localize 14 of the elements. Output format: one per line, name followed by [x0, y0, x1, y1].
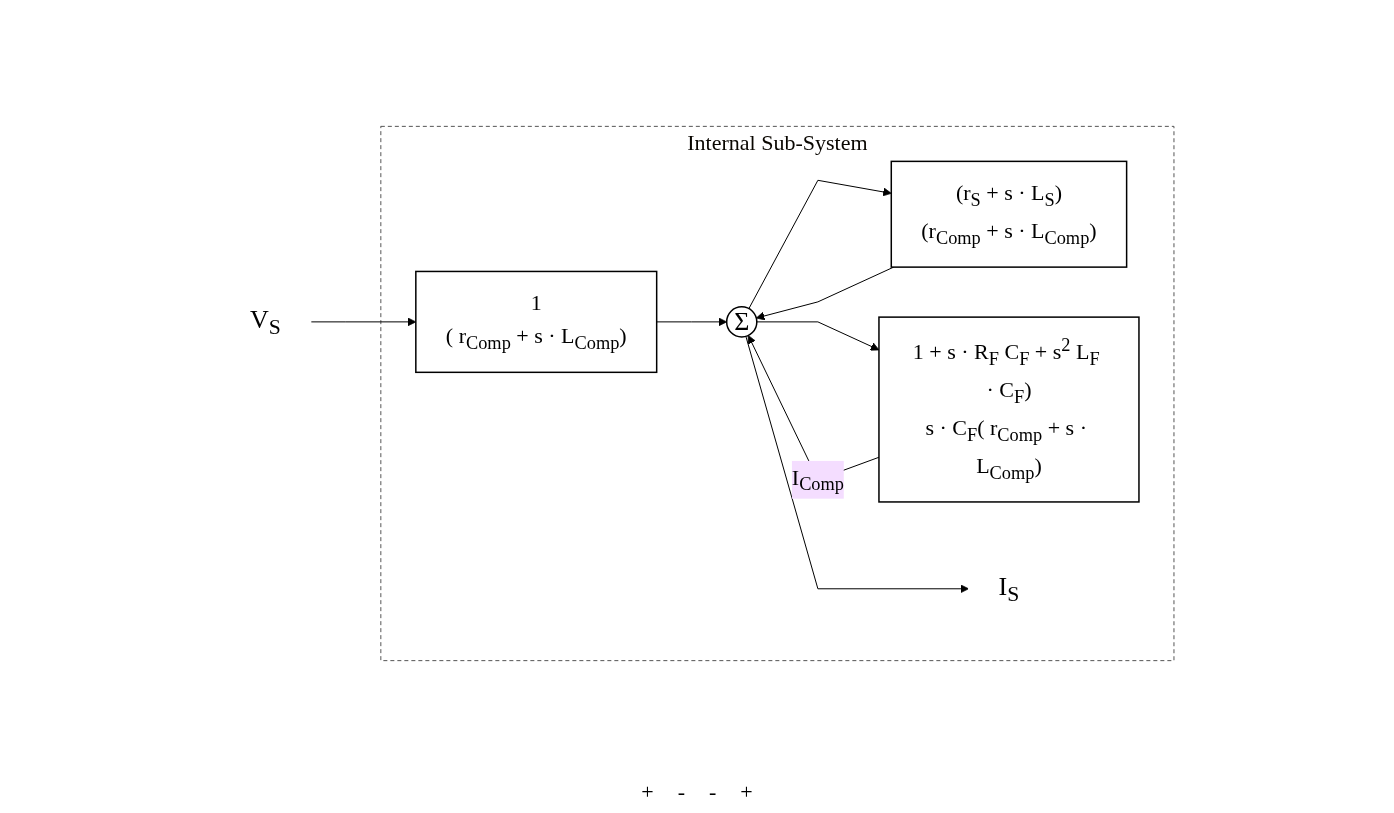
node-text: I$_{S}$	[998, 571, 1020, 607]
node-text: V$_{S}$	[250, 305, 281, 340]
node-circle: Σ	[725, 306, 758, 338]
sign-label: -	[709, 779, 717, 805]
node-box: 1 + s · R$_{F}$ C$_{F}$ + s$^{2}$ L$_{F}$ · C$_{F}$) s · C$_{F}$( r$_{Comp}$ + s · L$_{Comp}$)	[878, 316, 1140, 503]
sign-label: -	[677, 779, 685, 805]
arrow	[755, 266, 895, 321]
node-box: 1 ( r$_{Comp}$ + s · L$_{Comp}$)	[415, 270, 658, 374]
sign-label: +	[641, 779, 654, 805]
node-box: (r$_{S}$ + s · L$_{S}$) (r$_{Comp}$ + s · L$_{Comp}$)	[890, 160, 1128, 268]
sign-label: +	[740, 779, 753, 805]
edge-label: I$_{Comp}$	[791, 464, 844, 495]
arrow	[656, 317, 728, 327]
arrow	[748, 179, 892, 310]
